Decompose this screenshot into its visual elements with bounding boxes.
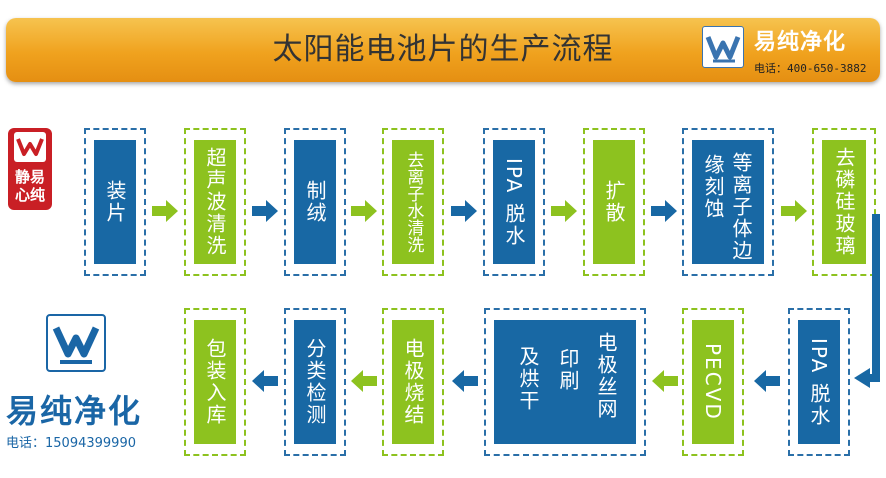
arrow-left-icon bbox=[652, 370, 678, 392]
step-label: 装片 bbox=[103, 180, 127, 224]
step-frame bbox=[284, 128, 346, 276]
step-pecvd: PECVD bbox=[692, 320, 734, 444]
connector-arrow-icon bbox=[854, 214, 880, 388]
company-logo-icon bbox=[46, 314, 106, 372]
step-label: 去磷硅玻璃 bbox=[832, 147, 856, 257]
step-label-line-2: 印刷 bbox=[556, 348, 580, 392]
step-screen-print-dry: 电极丝网 印刷 及烘干 bbox=[494, 320, 636, 444]
seal-stamp: 静易心纯 bbox=[8, 128, 52, 210]
arrow-right-icon bbox=[252, 200, 278, 222]
arrow-right-icon bbox=[651, 200, 677, 222]
step-label-line-3: 及烘干 bbox=[516, 346, 540, 412]
company-name: 易纯净化 bbox=[6, 392, 143, 430]
step-frame bbox=[382, 128, 444, 276]
company-phone: 电话：15094399990 bbox=[6, 436, 136, 451]
banner-phone: 电话：400-650-3882 bbox=[754, 62, 867, 75]
arrow-left-icon bbox=[452, 370, 478, 392]
step-frame bbox=[583, 128, 645, 276]
step-frame bbox=[682, 308, 744, 456]
step-loading: 装片 bbox=[94, 140, 136, 264]
step-label: 电极烧结 bbox=[401, 338, 425, 426]
step-frame bbox=[788, 308, 850, 456]
step-frame bbox=[812, 128, 876, 276]
arrow-right-icon bbox=[451, 200, 477, 222]
step-label: IPA 脱水 bbox=[502, 157, 526, 247]
step-frame bbox=[484, 308, 646, 456]
arrow-right-icon bbox=[351, 200, 377, 222]
banner-brand: 易纯净化 bbox=[754, 30, 847, 55]
step-texturing: 制绒 bbox=[294, 140, 336, 264]
step-label: 扩散 bbox=[602, 180, 626, 224]
step-label: 超声波清洗 bbox=[203, 147, 227, 257]
step-label: 去离子水清洗 bbox=[403, 151, 424, 253]
arrow-left-icon bbox=[351, 370, 377, 392]
step-label-line-1: 等离子体边 bbox=[729, 152, 753, 262]
step-frame bbox=[84, 128, 146, 276]
step-label-line-1: 电极丝网 bbox=[594, 332, 618, 420]
step-frame bbox=[184, 308, 246, 456]
arrow-right-icon bbox=[781, 200, 807, 222]
step-pack-store: 包装入库 bbox=[194, 320, 236, 444]
step-frame bbox=[483, 128, 545, 276]
arrow-right-icon bbox=[551, 200, 577, 222]
seal-text: 静易心纯 bbox=[14, 168, 45, 204]
step-label: 分类检测 bbox=[303, 338, 327, 426]
arrow-left-icon bbox=[754, 370, 780, 392]
step-label: IPA 脱水 bbox=[807, 337, 831, 427]
brand-logo-icon bbox=[702, 26, 744, 68]
step-frame bbox=[184, 128, 246, 276]
step-diffusion: 扩散 bbox=[593, 140, 635, 264]
step-plasma-edge-etch: 等离子体边 缘刻蚀 bbox=[692, 140, 764, 264]
arrow-left-icon bbox=[252, 370, 278, 392]
step-label-line-2: 缘刻蚀 bbox=[701, 154, 725, 220]
page-title: 太阳能电池片的生产流程 bbox=[272, 32, 614, 67]
step-ultrasonic-clean: 超声波清洗 bbox=[194, 140, 236, 264]
step-remove-psg: 去磷硅玻璃 bbox=[822, 140, 866, 264]
step-ipa-dehydration: IPA 脱水 bbox=[493, 140, 535, 264]
step-frame bbox=[284, 308, 346, 456]
step-electrode-sinter: 电极烧结 bbox=[392, 320, 434, 444]
arrow-right-icon bbox=[152, 200, 178, 222]
step-frame bbox=[682, 128, 774, 276]
step-di-water-clean: 去离子水清洗 bbox=[392, 140, 434, 264]
step-frame bbox=[382, 308, 444, 456]
step-label: PECVD bbox=[701, 343, 725, 421]
step-label: 包装入库 bbox=[203, 338, 227, 426]
step-label: 制绒 bbox=[303, 180, 327, 224]
step-sort-test: 分类检测 bbox=[294, 320, 336, 444]
title-banner: 太阳能电池片的生产流程 易纯净化 电话：400-650-3882 bbox=[6, 18, 880, 82]
step-ipa-dehydration-2: IPA 脱水 bbox=[798, 320, 840, 444]
seal-logo-icon bbox=[14, 132, 46, 162]
